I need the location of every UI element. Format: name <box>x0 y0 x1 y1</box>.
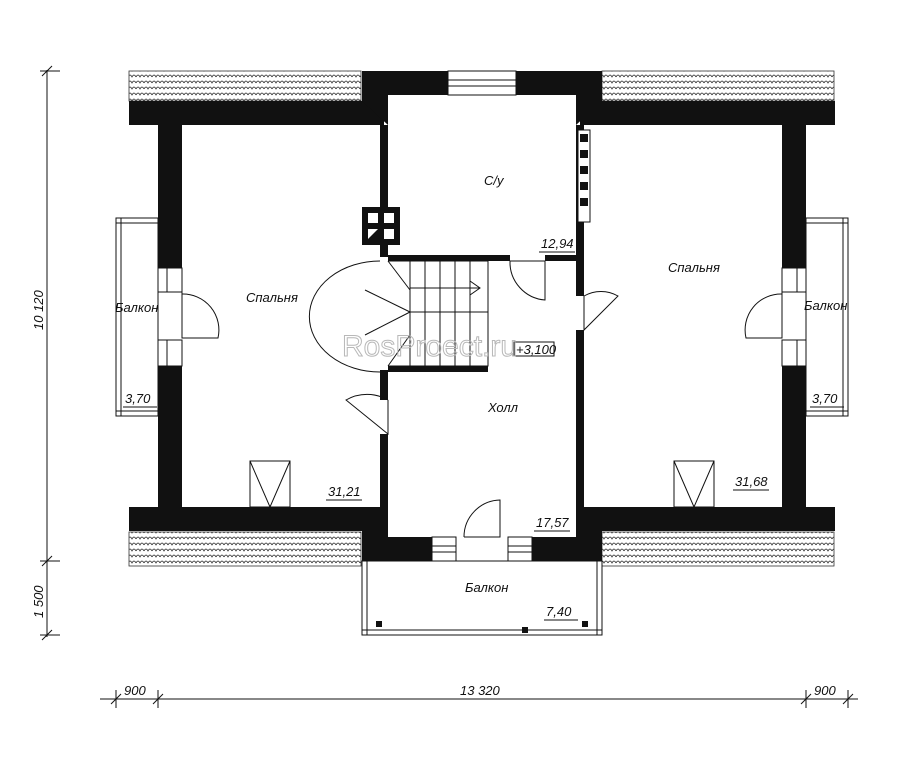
room-area-balcony-front: 7,40 <box>546 604 572 619</box>
room-name-balcony-right: Балкон <box>804 298 847 313</box>
dimension-bottom-main: 13 320 <box>460 683 501 698</box>
room-area-balcony-right: 3,70 <box>812 391 838 406</box>
room-area-bathroom: 12,94 <box>541 236 574 251</box>
room-area-bedroom-right: 31,68 <box>735 474 768 489</box>
dimension-bottom-right: 900 <box>814 683 836 698</box>
room-name-hall: Холл <box>487 400 519 415</box>
room-name-bedroom-right: Спальня <box>668 260 720 275</box>
room-name-balcony-front: Балкон <box>465 580 508 595</box>
room-area-bedroom-left: 31,21 <box>328 484 361 499</box>
walls <box>129 71 835 561</box>
watermark: RosProect.ru <box>342 330 517 363</box>
room-area-hall: 17,57 <box>536 515 569 530</box>
room-name-balcony-left: Балкон <box>115 300 158 315</box>
dimension-bottom-left: 900 <box>124 683 146 698</box>
room-name-bedroom-left: Спальня <box>246 290 298 305</box>
room-name-bathroom: С/у <box>484 173 505 188</box>
dimension-lines <box>40 65 858 708</box>
dimension-left-main: 10 120 <box>31 289 46 330</box>
wardrobes <box>249 460 715 509</box>
balconies <box>115 217 849 636</box>
bathroom-fixtures <box>362 129 591 245</box>
doors <box>181 260 783 538</box>
windows <box>157 70 807 562</box>
dimension-left-balcony: 1 500 <box>31 585 46 618</box>
roof-tiles <box>128 70 835 567</box>
level-mark: +3,100 <box>516 342 557 357</box>
room-area-balcony-left: 3,70 <box>125 391 151 406</box>
staircase <box>308 260 489 373</box>
